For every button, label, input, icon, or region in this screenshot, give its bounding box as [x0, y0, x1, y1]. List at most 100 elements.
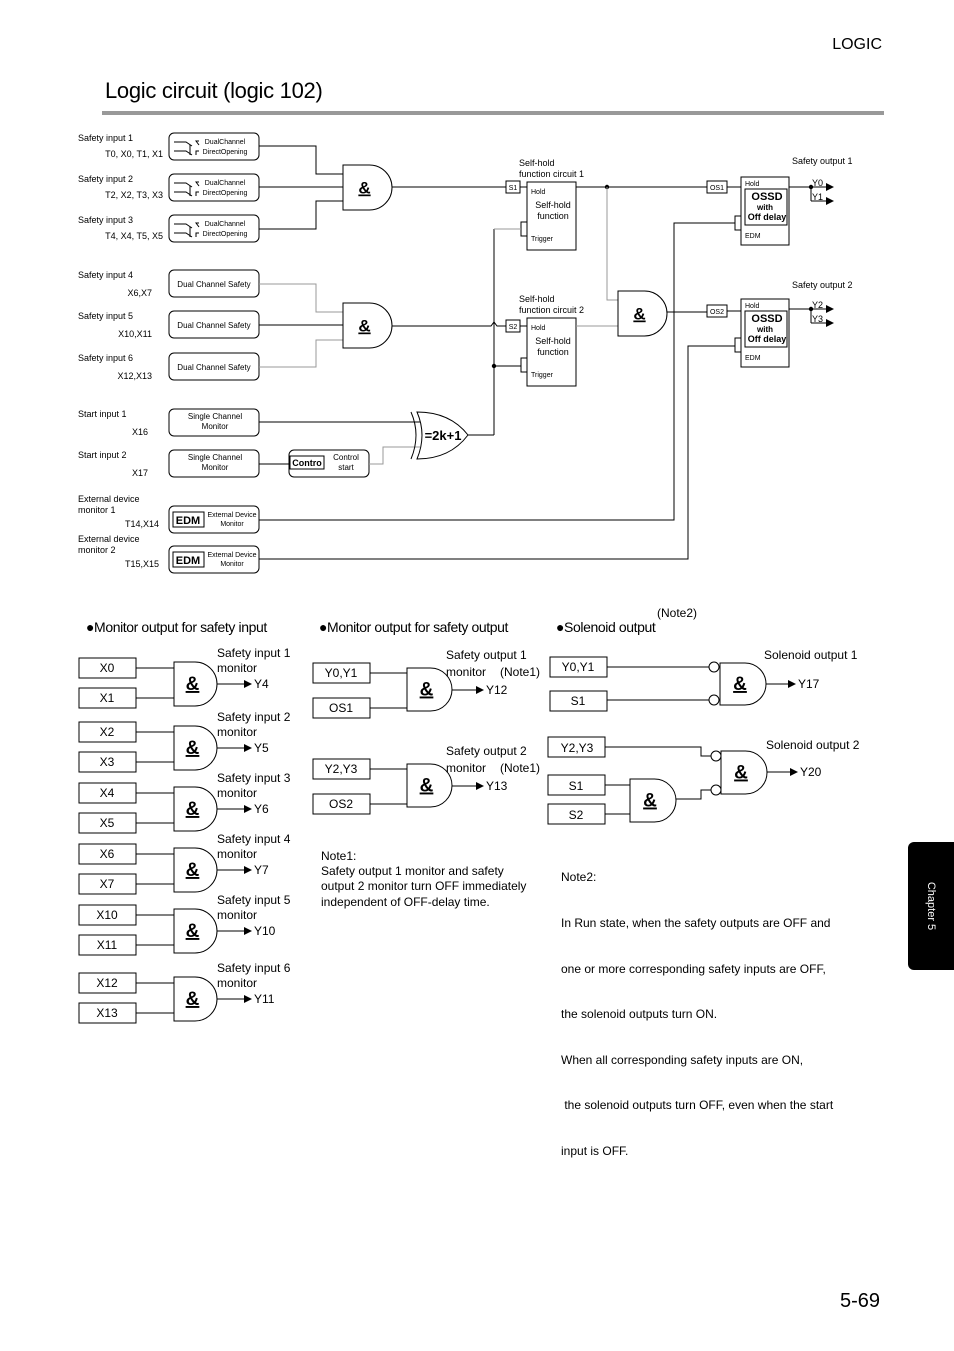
selfhold-tag-label: S2 — [509, 324, 518, 331]
and-gate — [173, 725, 218, 771]
selfhold-title: Self-hold — [519, 294, 555, 304]
arrow-icon — [788, 680, 796, 688]
switch-icon — [195, 181, 200, 187]
arrow-icon — [826, 197, 834, 205]
control-label: Control — [333, 453, 359, 462]
monitor-label: Safety input 4 — [217, 832, 291, 846]
and-gate — [720, 750, 768, 795]
and-gate-symbol: & — [186, 738, 200, 759]
control-label: start — [338, 463, 354, 472]
selfhold-title: function circuit 1 — [519, 169, 584, 179]
hold-label: Hold — [745, 181, 760, 188]
input-box-label: X10 — [96, 908, 118, 922]
input-box-label: X7 — [100, 877, 115, 891]
and-gate — [617, 290, 668, 337]
and-gate-symbol: & — [186, 860, 200, 881]
title-rule — [102, 111, 884, 115]
block-label: Monitor — [202, 422, 229, 431]
and-gate — [173, 661, 218, 707]
and-gate — [719, 662, 767, 706]
arrow-icon — [244, 995, 252, 1003]
and-gate — [406, 667, 453, 712]
and-gate-symbol: & — [358, 317, 370, 336]
block-label: DualChannel — [205, 221, 246, 228]
monitor-label: monitor — [217, 661, 257, 675]
note1: Note1: Safety output 1 monitor and safet… — [321, 849, 526, 910]
ossd-label: with — [756, 325, 773, 334]
and-gate — [342, 302, 393, 349]
monitor-label: Safety output 2 — [446, 744, 527, 758]
output-terminal: Y0 — [812, 178, 823, 188]
switch-icon — [195, 232, 199, 237]
note1-line: output 2 monitor turn OFF immediately — [321, 879, 527, 894]
safety-input-label: Safety input 4 — [78, 270, 133, 280]
block-label: External Device — [207, 512, 256, 519]
safety-output-label: Safety output 2 — [792, 280, 853, 290]
block-label: Dual Channel Safety — [177, 321, 250, 330]
and-gate-symbol: & — [420, 776, 434, 797]
block-label: Monitor — [220, 521, 244, 528]
safety-input-terminals: X6,X7 — [127, 288, 152, 298]
safety-input-terminals: X12,X13 — [117, 371, 152, 381]
start-input-terminal: X17 — [132, 468, 148, 478]
input-wire — [259, 145, 343, 175]
output-terminal: Y10 — [254, 924, 276, 938]
input-wire — [259, 339, 343, 368]
and-gate-symbol: & — [643, 791, 657, 812]
edm-label: EDM — [745, 233, 761, 240]
monitor-label: Safety output 1 — [446, 648, 527, 662]
and-gate-symbol: & — [186, 799, 200, 820]
input-box-label: X2 — [100, 725, 115, 739]
heading-solenoid-output: ●Solenoid output — [556, 619, 656, 635]
input-box-label: Y0,Y1 — [562, 660, 595, 674]
edm-wire — [259, 222, 735, 521]
ossd-inner-box — [744, 188, 788, 226]
and-gate-symbol: & — [420, 680, 434, 701]
arrow-icon — [826, 183, 834, 191]
input-box-label: S1 — [569, 779, 584, 793]
switch-icon — [195, 150, 199, 155]
edm-tag: EDM — [176, 515, 200, 527]
block-label: Single Channel — [188, 412, 242, 421]
input-wire — [259, 283, 343, 313]
input-box-label: X1 — [100, 691, 115, 705]
selfhold-body: Self-hold — [535, 336, 571, 346]
safety-input-label: Safety input 5 — [78, 311, 133, 321]
note2-line: input is OFF. — [561, 1144, 629, 1159]
switch-icon — [195, 222, 200, 228]
chapter-tab[interactable]: Chapter 5 — [908, 842, 954, 970]
arrow-icon — [476, 782, 484, 790]
note1-line: Safety output 1 monitor and safety — [321, 864, 504, 879]
and-gate — [173, 976, 218, 1022]
trigger-notch — [520, 357, 527, 373]
block-label: Dual Channel Safety — [177, 363, 250, 372]
input-box — [549, 690, 608, 712]
ossd-label: with — [756, 203, 773, 212]
and-gate — [406, 763, 453, 808]
and-gate-symbol: & — [358, 179, 370, 198]
xor-gate-back-curve — [410, 411, 417, 460]
note2-line: one or more corresponding safety inputs … — [561, 961, 826, 976]
output-terminal: Y4 — [254, 677, 269, 691]
and-gate-symbol: & — [734, 763, 748, 784]
xor-gate-label: =2k+1 — [425, 428, 462, 443]
monitor-label: monitor — [217, 725, 257, 739]
edm-input-label: monitor 1 — [78, 505, 116, 515]
arrow-icon — [244, 744, 252, 752]
selfhold-body: function — [537, 347, 569, 357]
monitor-label: monitor — [217, 847, 257, 861]
input-box-label: X0 — [100, 661, 115, 675]
switch-icon — [174, 141, 193, 147]
and-gate-symbol: & — [186, 989, 200, 1010]
and-gate — [173, 786, 218, 832]
and-gate-symbol: & — [186, 921, 200, 942]
safety-output-label: Safety output 1 — [792, 156, 853, 166]
monitor-label: Safety input 6 — [217, 961, 291, 975]
note2-line: In Run state, when the safety outputs ar… — [561, 916, 831, 931]
input-box-label: X12 — [96, 976, 118, 990]
block-label: Dual Channel Safety — [177, 280, 250, 289]
ossd-label: Off delay — [748, 334, 787, 344]
switch-icon — [174, 182, 193, 188]
input-box-label: OS1 — [329, 701, 353, 715]
ossd-tag-label: OS2 — [710, 309, 724, 316]
